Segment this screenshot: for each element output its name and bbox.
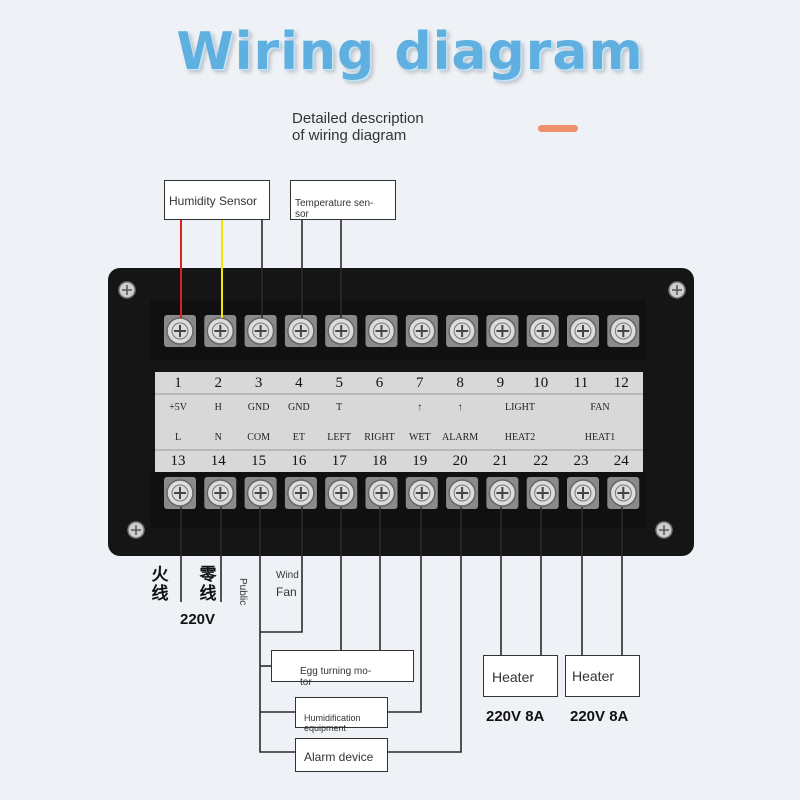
- terminal-screw-ring: [373, 484, 390, 502]
- terminal-label: L: [174, 432, 182, 443]
- terminal-screw-ring: [534, 484, 552, 502]
- terminal-number: 12: [613, 375, 629, 391]
- terminal-screw-ring: [534, 322, 552, 340]
- diagram-title: Wiring diagram: [176, 22, 644, 82]
- terminal-label: ET: [292, 432, 305, 443]
- terminal-number: 21: [492, 453, 508, 469]
- terminal-number: 16: [291, 453, 307, 469]
- terminal-screw-ring: [332, 322, 350, 340]
- heater-1-rating: 220V 8A: [570, 708, 629, 725]
- terminal-label: N: [214, 432, 222, 443]
- heater-2-label: Heater: [492, 669, 535, 685]
- accent-bar: [538, 125, 578, 132]
- diagram-subtitle: Detailed description of wiring diagram: [292, 110, 424, 144]
- terminal-number: 5: [335, 375, 343, 391]
- terminal-label: H: [214, 402, 222, 413]
- alarm-device-label: Alarm device: [304, 750, 374, 764]
- terminal-number: 9: [496, 375, 505, 391]
- terminal-number: 15: [251, 453, 267, 469]
- terminal-label: LEFT: [327, 432, 352, 443]
- terminal-number: 6: [375, 375, 384, 391]
- humidity-sensor-label: Humidity Sensor: [169, 194, 258, 208]
- terminal-number: 11: [573, 375, 589, 391]
- neutral-wire-label: 零 线: [199, 565, 217, 604]
- common-wire: [259, 507, 295, 753]
- terminal-screw-ring: [493, 322, 511, 340]
- terminal-label: T: [336, 402, 343, 413]
- terminal-number: 14: [210, 453, 226, 469]
- light-group-label: LIGHT: [505, 402, 535, 413]
- terminal-screw-ring: [332, 484, 350, 502]
- et-wire: [260, 507, 303, 633]
- terminal-screw-ring: [413, 484, 431, 502]
- alarm-device-box: Alarm device: [295, 738, 388, 772]
- humidification-box: Humidification equipment: [295, 697, 388, 733]
- terminal-number: 3: [254, 375, 263, 391]
- terminal-screw-ring: [413, 322, 431, 340]
- terminal-number: 4: [295, 375, 303, 391]
- terminal-label: RIGHT: [364, 432, 395, 443]
- terminal-number: 13: [170, 453, 186, 469]
- terminal-number: 19: [412, 453, 428, 469]
- alarm-wire: [388, 507, 462, 753]
- heat2-group-label: HEAT2: [504, 432, 536, 443]
- terminal-screw-ring: [574, 484, 592, 502]
- label-strip: [155, 372, 643, 472]
- heater-1-label: Heater: [572, 668, 615, 684]
- terminal-screw-ring: [453, 484, 471, 502]
- terminal-screw-ring: [292, 322, 310, 340]
- terminal-screw-ring: [373, 322, 390, 340]
- wet-wire: [388, 507, 422, 713]
- terminal-number: 23: [573, 453, 589, 469]
- terminal-screw-ring: [493, 484, 511, 502]
- wind-label: Wind: [276, 570, 299, 581]
- terminal-label: ALARM: [442, 432, 479, 443]
- terminal-screw-ring: [453, 322, 471, 340]
- terminal-number: 20: [452, 453, 468, 469]
- terminal-number: 18: [372, 453, 387, 469]
- fan-group-label: FAN: [590, 402, 610, 413]
- terminal-number: 7: [416, 375, 424, 391]
- heater-2-rating: 220V 8A: [486, 708, 545, 725]
- heater-2-box: Heater: [483, 655, 558, 697]
- terminal-screw-ring: [211, 322, 229, 340]
- terminal-label: ↑: [417, 402, 423, 413]
- heater-1-box: Heater: [565, 655, 640, 697]
- terminal-number: 1: [174, 375, 182, 391]
- live-wire-label: 火 线: [151, 565, 169, 604]
- terminal-label: GND: [247, 402, 270, 413]
- public-wire-label: Public: [237, 578, 248, 606]
- power-rating-label: 220V: [180, 611, 216, 628]
- terminal-number: 17: [331, 453, 347, 469]
- terminal-number: 8: [456, 375, 464, 391]
- terminal-number: 2: [214, 375, 223, 391]
- temperature-sensor-box: Temperature sen- sor: [290, 180, 396, 220]
- terminal-screw-ring: [614, 322, 632, 340]
- egg-turning-motor-label: Egg turning mo- tor: [300, 666, 372, 688]
- terminal-screw-ring: [252, 322, 270, 340]
- terminal-screw-ring: [252, 484, 270, 502]
- terminal-screw-ring: [292, 484, 310, 502]
- terminal-screw-ring: [211, 484, 229, 502]
- terminal-screw-ring: [171, 322, 189, 340]
- humidification-label: Humidification equipment: [304, 713, 361, 733]
- terminal-screw-ring: [171, 484, 189, 502]
- humidity-sensor-box: Humidity Sensor: [164, 180, 270, 220]
- terminal-label: +5V: [169, 402, 187, 413]
- terminal-screw-ring: [614, 484, 632, 502]
- terminal-label: WET: [408, 432, 431, 443]
- terminal-label: GND: [288, 402, 310, 413]
- terminal-number: 10: [533, 375, 549, 391]
- heat1-group-label: HEAT1: [584, 432, 616, 443]
- terminal-number: 22: [533, 453, 549, 469]
- terminal-number: 24: [613, 453, 629, 469]
- temperature-sensor-label: Temperature sen- sor: [295, 198, 374, 220]
- fan-label: Fan: [276, 585, 297, 599]
- terminal-label: COM: [247, 432, 270, 443]
- egg-turning-motor-box: Egg turning mo- tor: [271, 650, 414, 688]
- terminal-screw-ring: [574, 322, 592, 340]
- terminal-label: ↑: [457, 402, 463, 413]
